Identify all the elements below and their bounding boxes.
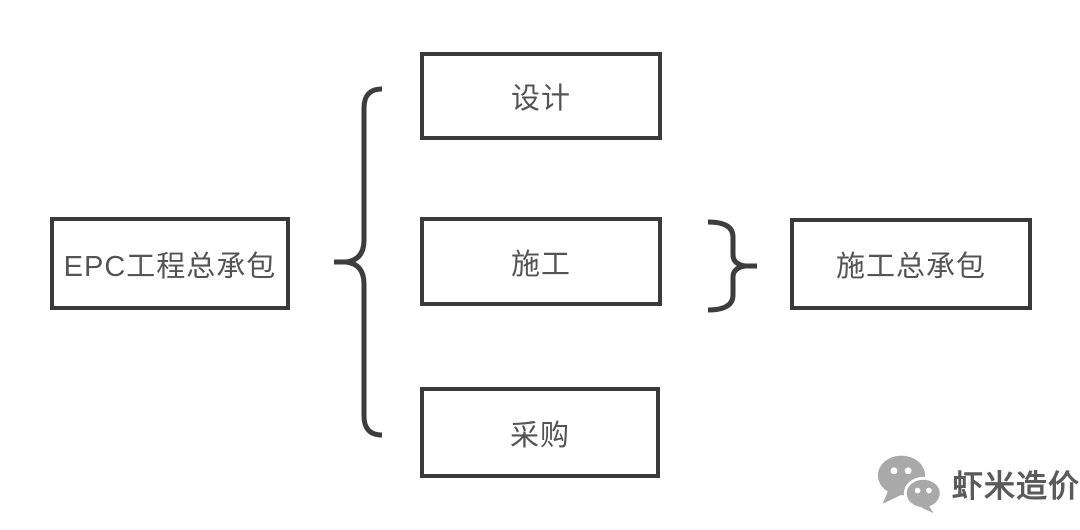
node-construction-label: 施工	[510, 248, 571, 281]
node-design: 设计	[420, 52, 662, 140]
right-curly-brace	[707, 219, 757, 313]
watermark: 虾米造价	[876, 452, 1080, 514]
node-epc-label: EPC工程总承包	[63, 250, 277, 283]
node-contractor-label: 施工总承包	[835, 251, 986, 283]
node-procurement: 采购	[420, 387, 660, 478]
node-procurement-label: 采购	[509, 419, 570, 452]
wechat-icon	[877, 455, 943, 514]
node-design-label: 设计	[510, 83, 571, 115]
node-construction-general-contracting: 施工总承包	[790, 218, 1032, 310]
watermark-brand-text: 虾米造价	[952, 468, 1080, 504]
node-epc-general-contracting: EPC工程总承包	[50, 217, 290, 310]
node-construction: 施工	[420, 217, 662, 306]
left-curly-brace	[334, 86, 383, 438]
